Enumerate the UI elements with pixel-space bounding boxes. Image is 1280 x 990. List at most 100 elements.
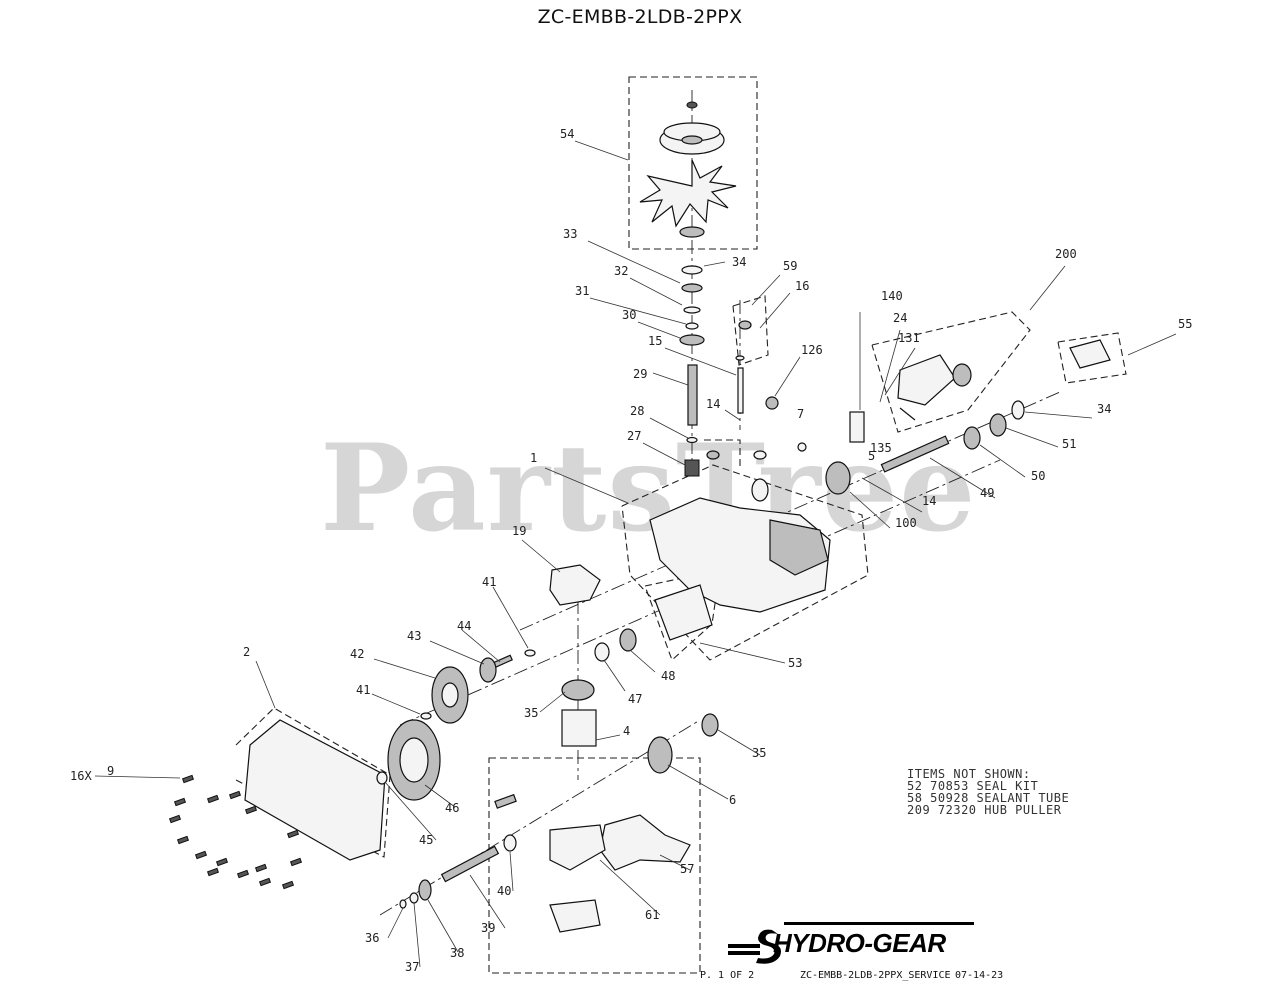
motor-shaft-axis <box>379 719 701 916</box>
pulley-nut <box>686 101 698 109</box>
callout-7: 7 <box>797 407 804 421</box>
callout-14-lower: 14 <box>922 494 936 508</box>
seal-35a <box>561 679 595 701</box>
callout-19: 19 <box>512 524 526 538</box>
notes-heading: ITEMS NOT SHOWN: <box>907 767 1031 781</box>
callout-49: 49 <box>980 486 994 500</box>
callout-54: 54 <box>560 127 574 141</box>
center-section-group-box <box>488 757 701 974</box>
ring-31 <box>685 322 699 330</box>
cylinder-6 <box>647 736 673 774</box>
callout-24: 24 <box>893 311 907 325</box>
pulley-fan-group-box <box>628 76 758 250</box>
callout-2: 2 <box>243 645 250 659</box>
plate-61-lower <box>549 899 601 933</box>
spring-131 <box>899 407 916 421</box>
callout-labels: 54 34 33 32 31 30 15 29 59 16 14 28 27 1… <box>70 127 1192 974</box>
callout-33: 33 <box>563 227 577 241</box>
washer-41b <box>420 712 432 720</box>
callout-61: 61 <box>645 908 659 922</box>
callout-5: 5 <box>868 449 875 463</box>
gear-42-hub <box>441 682 459 708</box>
bearing-left <box>751 478 769 502</box>
gear-38 <box>418 879 432 901</box>
fan-part <box>639 159 737 228</box>
gear-100 <box>825 461 851 495</box>
callout-27: 27 <box>627 429 641 443</box>
bypass-arm-59 <box>738 320 752 330</box>
bracket-hub <box>952 363 972 387</box>
callout-48: 48 <box>661 669 675 683</box>
callout-55: 55 <box>1178 317 1192 331</box>
plug-7 <box>753 450 767 460</box>
callout-9: 9 <box>107 764 114 778</box>
washer-47 <box>594 642 610 662</box>
seal-small <box>706 450 720 460</box>
callout-15: 15 <box>648 334 662 348</box>
seal-group-lines <box>704 439 741 470</box>
notes-line: 209 72320 HUB PULLER <box>907 803 1062 817</box>
plate-140 <box>849 411 865 443</box>
washer-28 <box>686 436 698 444</box>
callout-14-upper: 14 <box>706 397 720 411</box>
callout-6: 6 <box>729 793 736 807</box>
callout-59: 59 <box>783 259 797 273</box>
hydro-gear-logo: HYDRO-GEAR <box>773 928 946 958</box>
axle-49 <box>880 435 950 473</box>
callout-41-upper: 41 <box>482 575 496 589</box>
callout-100: 100 <box>895 516 917 530</box>
callout-35-left: 35 <box>524 706 538 720</box>
callout-135: 135 <box>870 441 892 455</box>
plate-61-upper <box>549 824 606 871</box>
washer-5 <box>797 442 807 452</box>
gear-43 <box>479 657 497 683</box>
callout-46: 46 <box>445 801 459 815</box>
gear-46-hub <box>399 737 429 783</box>
pulley-hub <box>681 135 703 145</box>
cover-plate-53 <box>654 584 713 641</box>
notes-line: 58 50928 SEALANT TUBE <box>907 791 1070 805</box>
callout-140: 140 <box>881 289 903 303</box>
callout-51: 51 <box>1062 437 1076 451</box>
bracket-200 <box>897 354 956 406</box>
washer-40 <box>503 834 517 852</box>
callout-29: 29 <box>633 367 647 381</box>
bypass-rod-15 <box>737 367 744 414</box>
washer-37 <box>409 892 419 904</box>
callout-30: 30 <box>622 308 636 322</box>
callout-16: 16 <box>795 279 809 293</box>
housing-group-box <box>621 464 869 661</box>
callout-28: 28 <box>630 404 644 418</box>
retaining-ring-34 <box>681 265 703 275</box>
callout-37: 37 <box>405 960 419 974</box>
ring-16 <box>735 355 745 361</box>
center-section-57 <box>599 814 691 871</box>
callout-32: 32 <box>614 264 628 278</box>
cylinder-27 <box>684 459 700 477</box>
cylinder-block-4 <box>561 709 597 747</box>
callout-41-lower: 41 <box>356 683 370 697</box>
ring-36 <box>399 899 407 909</box>
swashplate-19 <box>549 564 601 606</box>
input-shaft-29 <box>687 364 698 426</box>
footer-drawing-number: ZC-EMBB-2LDB-2PPX_SERVICE <box>800 970 951 981</box>
fan-hub <box>679 226 705 238</box>
motor-shaft-39 <box>440 845 500 883</box>
cap-126 <box>765 396 779 410</box>
oring-45 <box>376 771 388 785</box>
callout-40: 40 <box>497 884 511 898</box>
bearing-50 <box>963 426 981 450</box>
washer-32 <box>683 306 701 314</box>
callout-200: 200 <box>1055 247 1077 261</box>
callout-126: 126 <box>801 343 823 357</box>
callout-34-right: 34 <box>1097 402 1111 416</box>
diagram-title: ZC-EMBB-2LDB-2PPX <box>537 6 743 28</box>
ring-34b <box>1011 400 1025 420</box>
bolt-center <box>494 793 517 809</box>
washer-41a <box>524 649 536 657</box>
bearing-30 <box>679 334 705 346</box>
callout-57: 57 <box>680 862 694 876</box>
callout-1: 1 <box>530 451 537 465</box>
notes-line: 52 70853 SEAL KIT <box>907 779 1039 793</box>
group-55-box <box>1057 332 1127 384</box>
